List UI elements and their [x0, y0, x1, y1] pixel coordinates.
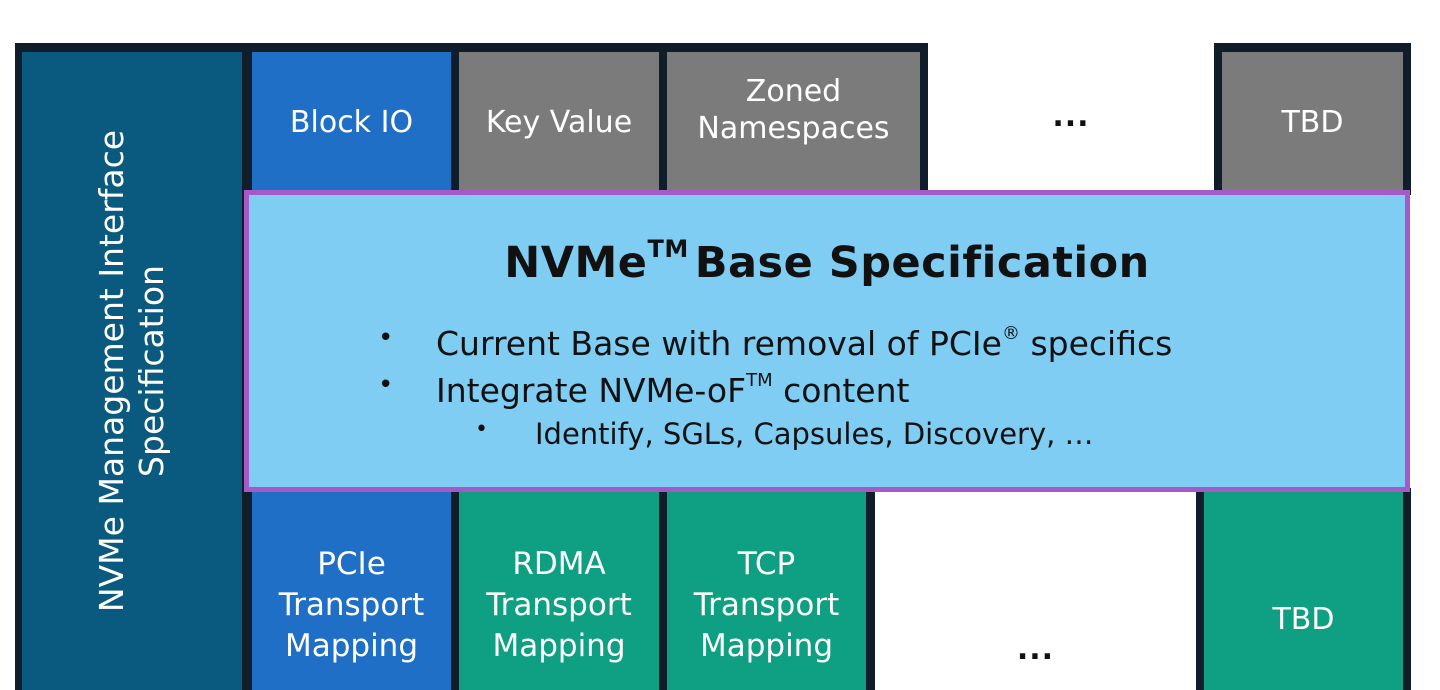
bullet-dot: • — [378, 370, 394, 400]
management-interface-spec-label: NVMe Management Interface Specification — [92, 71, 172, 671]
command-set-block-io: Block IO — [252, 52, 451, 192]
bullet-dot: • — [378, 323, 394, 353]
title-rest: Base Specification — [694, 238, 1150, 288]
transport-label: PCIe Transport Mapping — [278, 545, 425, 664]
trademark-mark: TM — [647, 235, 689, 263]
transport-tcp: TCP Transport Mapping — [667, 492, 866, 690]
command-set-label: Key Value — [485, 104, 633, 140]
bullet-integrate-nvme-of: • Integrate NVMe-oFTM content — [378, 370, 910, 410]
title-nvme: NVMe — [504, 238, 648, 288]
command-set-label: Block IO — [289, 104, 414, 140]
registered-mark: ® — [1001, 323, 1020, 344]
command-set-label: TBD — [1281, 104, 1344, 140]
command-set-zoned-namespaces: Zoned Namespaces — [667, 52, 920, 192]
command-set-more: ... — [928, 52, 1214, 192]
transport-more: ... — [875, 492, 1196, 690]
trademark-mark: TM — [746, 370, 773, 391]
bullet-remove-pcie: • Current Base with removal of PCIe® spec… — [378, 323, 1173, 363]
command-set-label: Zoned Namespaces — [697, 74, 890, 146]
transport-label: TBD — [1272, 601, 1335, 637]
transport-label: TCP Transport Mapping — [693, 545, 840, 664]
bullet-text: Current Base with removal of PCIe — [436, 324, 1002, 363]
management-interface-spec: NVMe Management Interface Specification — [22, 52, 242, 690]
bullet-dot: • — [475, 417, 488, 442]
ellipsis: ... — [1016, 631, 1055, 667]
sub-bullet-text: Identify, SGLs, Capsules, Discovery, … — [535, 417, 1094, 451]
bullet-tail: content — [772, 371, 910, 410]
ellipsis: ... — [1052, 98, 1090, 134]
transport-pcie: PCIe Transport Mapping — [252, 492, 451, 690]
management-interface-line-2: Specification — [132, 265, 171, 477]
sub-bullet-identify: • Identify, SGLs, Capsules, Discovery, … — [475, 417, 1094, 451]
bullet-text: Integrate NVMe-oF — [436, 371, 747, 410]
command-set-tbd: TBD — [1222, 52, 1403, 192]
transport-rdma: RDMA Transport Mapping — [459, 492, 659, 690]
bullet-tail: specifics — [1019, 324, 1173, 363]
management-interface-line-1: NVMe Management Interface — [92, 129, 131, 613]
command-set-key-value: Key Value — [459, 52, 659, 192]
transport-tbd: TBD — [1204, 492, 1403, 690]
transport-label: RDMA Transport Mapping — [486, 545, 632, 664]
